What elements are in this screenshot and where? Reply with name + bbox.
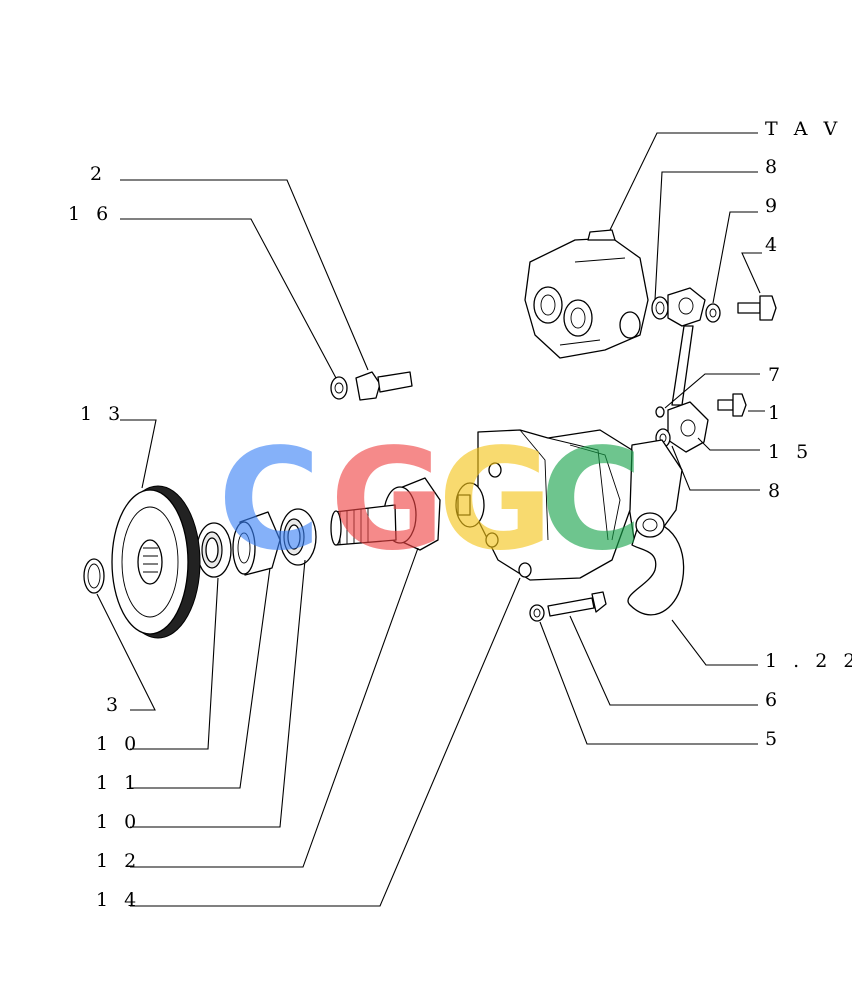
washer-16: [330, 376, 348, 400]
callout-12: 1 2: [96, 850, 141, 872]
callout-14: 1 4: [96, 889, 141, 911]
callout-tav: T A V .: [765, 118, 852, 140]
callout-6: 6: [765, 689, 782, 711]
bolt-1: [717, 393, 747, 417]
callout-1: 1: [768, 402, 785, 424]
callout-4: 4: [765, 234, 782, 256]
callout-5: 5: [765, 728, 782, 750]
callout-10-a: 1 0: [96, 733, 141, 755]
watermark-letter-2: G: [330, 419, 445, 582]
watermark-letter-1: C: [218, 419, 321, 582]
gear-13: [111, 485, 201, 639]
watermark-letter-4: C: [540, 419, 643, 582]
washer-5: [529, 604, 545, 622]
spacer-11: [232, 511, 281, 576]
washer-9: [705, 303, 721, 323]
callout-2: 2: [90, 163, 107, 185]
callout-3: 3: [106, 694, 123, 716]
callout-13: 1 3: [80, 403, 125, 425]
pipe-assembly: [651, 287, 709, 453]
valve-block: [524, 229, 649, 359]
circlip-3: [83, 558, 105, 594]
callout-7: 7: [768, 364, 785, 386]
callout-8-lower: 8: [768, 480, 785, 502]
bearing-10-right: [279, 508, 317, 566]
leader-lines: [96, 132, 765, 907]
callout-8-upper: 8: [765, 156, 782, 178]
pipe-1-22: [627, 439, 685, 616]
callout-1-22: 1 . 2 2: [765, 650, 852, 672]
fitting-2: [355, 371, 413, 401]
callout-15: 1 5: [768, 441, 813, 463]
callout-16: 1 6: [68, 203, 113, 225]
watermark: C G G C: [218, 419, 643, 582]
bolt-6: [547, 591, 607, 617]
coupling-shaft: [330, 477, 441, 551]
o-ring-7: [655, 406, 665, 418]
callout-11: 1 1: [96, 772, 141, 794]
pump-body: [455, 429, 633, 581]
callout-10-b: 1 0: [96, 811, 141, 833]
bolt-4: [737, 295, 777, 321]
watermark-letter-3: G: [438, 419, 553, 582]
callout-9: 9: [765, 195, 782, 217]
